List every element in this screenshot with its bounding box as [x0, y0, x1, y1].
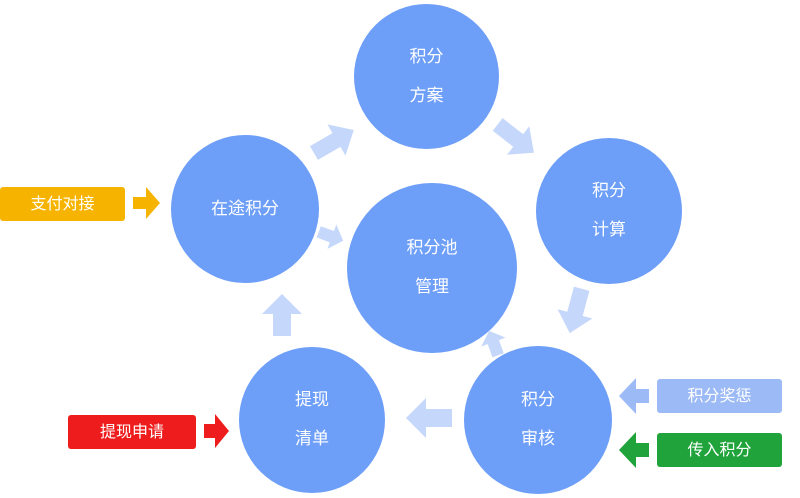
arrow-withdraw-to-transit — [262, 294, 302, 336]
arrow-payment-in — [133, 187, 160, 219]
arrow-withdraw-request-in — [204, 414, 229, 448]
arrow-review-to-withdraw — [406, 398, 452, 438]
node-line: 计算 — [592, 220, 626, 240]
node-line: 积分 — [592, 181, 626, 201]
arrow-review-to-pool — [481, 330, 506, 358]
arrow-transit-to-scheme — [309, 124, 354, 160]
tag-payment: 支付对接 — [0, 187, 125, 221]
node-points-calc: 积分 计算 — [536, 138, 682, 284]
node-line: 管理 — [415, 277, 449, 297]
arrow-incoming-points-in — [619, 432, 649, 468]
node-transit-points: 在途积分 — [171, 135, 319, 283]
node-line: 积分池 — [406, 238, 458, 258]
node-points-pool: 积分池 管理 — [347, 183, 517, 353]
node-line: 积分 — [521, 390, 555, 410]
arrow-reward-penalty-in — [619, 378, 649, 414]
node-line: 提现 — [295, 390, 329, 410]
arrow-transit-to-pool — [316, 224, 344, 249]
node-withdraw-list: 提现 清单 — [239, 347, 385, 493]
tag-incoming-points: 传入积分 — [657, 433, 782, 467]
node-line: 方案 — [409, 85, 444, 106]
node-line: 在途积分 — [211, 198, 279, 219]
node-points-review: 积分 审核 — [464, 346, 612, 494]
node-line: 清单 — [295, 429, 329, 449]
node-line: 积分 — [409, 46, 444, 67]
tag-withdraw-request: 提现申请 — [68, 415, 196, 449]
node-line: 审核 — [521, 429, 555, 449]
node-points-scheme: 积分 方案 — [354, 4, 499, 149]
tag-reward-penalty: 积分奖惩 — [657, 379, 782, 413]
arrow-scheme-to-calc — [492, 118, 534, 155]
arrow-calc-to-review — [557, 286, 593, 334]
